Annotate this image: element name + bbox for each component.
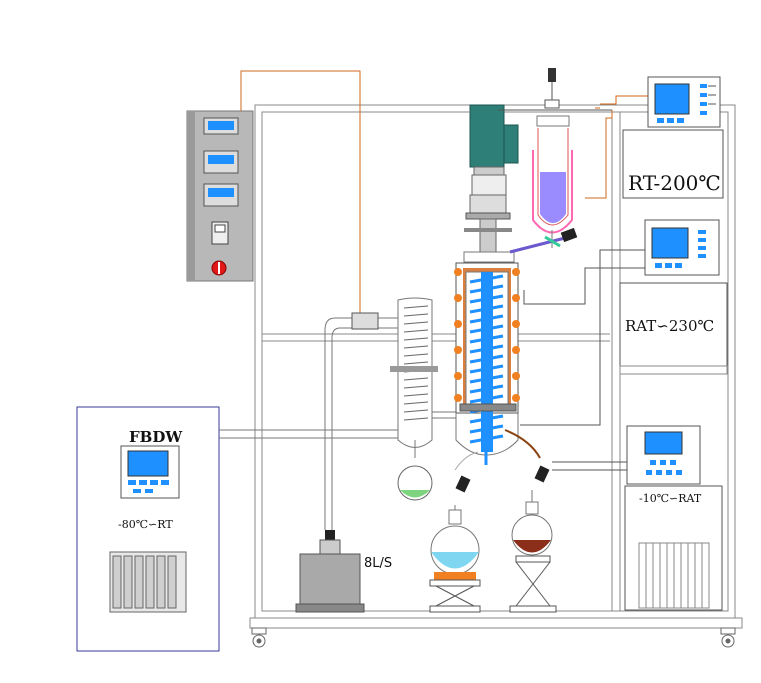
condenser	[390, 297, 456, 448]
frame-base	[249, 617, 743, 629]
heater-unit-1	[647, 76, 721, 128]
chiller-unit	[76, 406, 220, 652]
vacuum-pump	[295, 530, 365, 613]
heater-2-screen	[651, 227, 689, 259]
cabinet-display-2	[208, 155, 234, 164]
unit-hoses	[520, 249, 645, 471]
right-caster	[720, 627, 736, 648]
chiller-hoses	[219, 429, 398, 439]
cooler-screen	[644, 431, 683, 455]
cooler-vent	[638, 542, 710, 609]
feed-valve	[509, 227, 578, 254]
heater-1-screen	[654, 83, 690, 115]
cooler-range-label: -10℃∽RAT	[639, 492, 702, 505]
control-wires	[240, 70, 651, 318]
evaporator-column	[454, 251, 520, 452]
feed-vessel	[532, 68, 573, 248]
heater-unit-2	[644, 219, 720, 276]
chiller-screen	[127, 450, 169, 477]
stirring-motor	[464, 104, 519, 256]
distillate-receiver	[429, 451, 481, 613]
cabinet-display-1	[208, 121, 234, 130]
left-caster	[251, 627, 267, 648]
chiller-vent	[109, 551, 187, 613]
heater-1-range-label: RT-200℃	[628, 171, 721, 195]
control-cabinet	[186, 110, 254, 282]
cold-trap-flask	[397, 440, 433, 501]
heater-2-range-label: RAT∽230℃	[625, 317, 715, 335]
residue-receiver	[509, 465, 557, 613]
cooler-unit	[626, 425, 701, 485]
chiller-name-label: FBDW	[129, 428, 183, 446]
heater-1-body	[622, 129, 724, 199]
vacuum-line	[324, 317, 398, 530]
cabinet-display-3	[208, 188, 234, 197]
heater-2-body	[619, 282, 728, 367]
pump-rate-label: 8L/S	[364, 556, 393, 571]
chiller-range-label: -80℃∽RT	[118, 518, 173, 531]
